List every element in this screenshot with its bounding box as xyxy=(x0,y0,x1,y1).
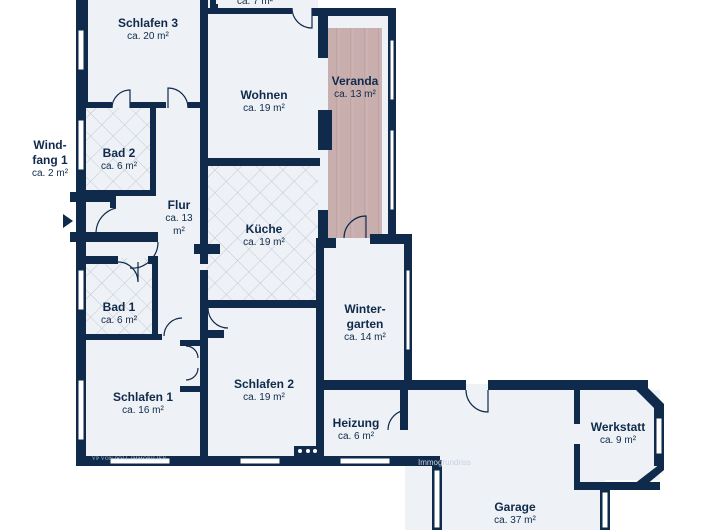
room-bad2: Bad 2 ca. 6 m² xyxy=(86,146,152,174)
room-bad1: Bad 1 ca. 6 m² xyxy=(86,300,152,328)
room-flur: Flur ca. 13 m² xyxy=(156,198,202,238)
entrance-arrow-icon xyxy=(63,214,73,228)
room-area: ca. 9 m² xyxy=(599,435,637,446)
room-schlafen3: Schlafen 3 ca. 20 m² xyxy=(96,16,200,44)
room-schlafen2: Schlafen 2 ca. 19 m² xyxy=(210,377,318,405)
room-windfang: Wind- fang 1 ca. 2 m² xyxy=(22,138,78,181)
room-name: Schlafen 1 xyxy=(112,390,174,404)
room-area: ca. 14 m² xyxy=(344,332,386,343)
room-name: Schlafen 2 xyxy=(233,377,295,391)
windows xyxy=(77,29,663,529)
room-garage: Garage ca. 37 m² xyxy=(460,500,570,528)
room-area: ca. 6 m² xyxy=(100,161,138,172)
bad2-tiles xyxy=(86,108,152,192)
room-werkstatt: Werkstatt ca. 9 m² xyxy=(582,420,654,448)
room-name-line1: Wind- xyxy=(33,138,67,152)
credit-text: Immogrundriss xyxy=(418,458,471,467)
room-area: ca. 16 m² xyxy=(122,405,164,416)
room-area: ca. 7 m² xyxy=(236,0,274,7)
room-top-small: ca. 7 m² xyxy=(220,0,290,9)
room-area: ca. 6 m² xyxy=(100,315,138,326)
room-wohnen: Wohnen ca. 19 m² xyxy=(212,88,316,116)
room-area: ca. 6 m² xyxy=(337,431,375,442)
room-name: Flur xyxy=(167,198,191,212)
room-area: ca. 19 m² xyxy=(243,237,285,248)
kueche-tiles xyxy=(206,164,318,302)
bad1-tiles xyxy=(86,258,152,336)
room-veranda: Veranda ca. 13 m² xyxy=(326,74,384,102)
room-area: ca. 19 m² xyxy=(243,392,285,403)
room-name: Garage xyxy=(494,500,536,514)
room-name: Schlafen 3 xyxy=(117,16,179,30)
room-area: ca. 37 m² xyxy=(494,515,536,526)
room-name: Veranda xyxy=(331,74,379,88)
top-room-fixture xyxy=(212,4,218,10)
veranda-floor xyxy=(328,28,382,238)
room-name: Küche xyxy=(245,222,283,236)
room-name: Bad 1 xyxy=(102,300,136,314)
room-name: Heizung xyxy=(332,416,380,430)
room-area: ca. 19 m² xyxy=(243,103,285,114)
room-name-line2: fang 1 xyxy=(32,153,68,167)
room-name: Bad 2 xyxy=(102,146,136,160)
room-name: Werkstatt xyxy=(590,420,646,434)
room-area-line2: m² xyxy=(173,225,185,237)
door-swings xyxy=(95,7,489,431)
room-name-line1: Winter- xyxy=(344,302,386,316)
room-name: Wohnen xyxy=(240,88,288,102)
stove-icon xyxy=(294,446,318,456)
room-area: ca. 20 m² xyxy=(127,31,169,42)
room-area: ca. 13 m² xyxy=(334,89,376,100)
room-kueche: Küche ca. 19 m² xyxy=(212,222,316,250)
room-name-line2: garten xyxy=(346,317,384,331)
brand-logo: VP VON POLL IMMOBILIEN xyxy=(92,457,167,462)
room-area-line1: ca. 13 xyxy=(165,213,193,224)
room-heizung: Heizung ca. 6 m² xyxy=(324,416,388,444)
room-area: ca. 2 m² xyxy=(31,168,69,179)
room-schlafen1: Schlafen 1 ca. 16 m² xyxy=(88,390,198,418)
room-wintergarten: Winter- garten ca. 14 m² xyxy=(326,302,404,345)
